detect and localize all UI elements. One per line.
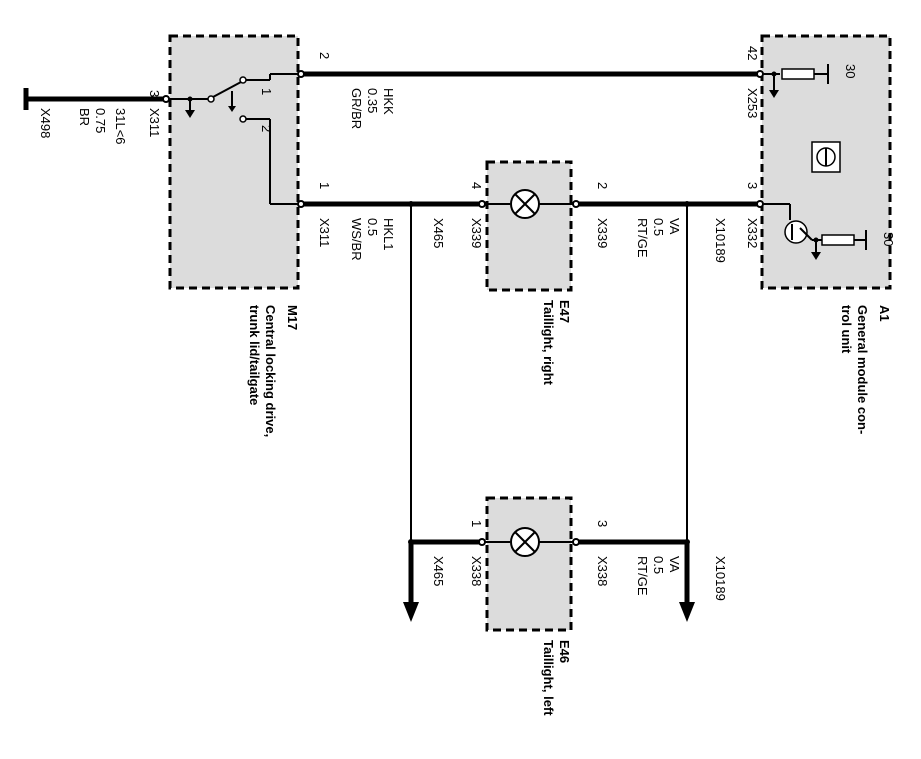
e46-pin-in: 1 xyxy=(469,520,484,527)
ground-connector: X498 xyxy=(38,108,53,138)
m17-desc-1: Central locking drive, xyxy=(263,305,278,437)
va-right-color: RT/GE xyxy=(635,218,650,258)
a1-desc-2: trol unit xyxy=(839,305,854,354)
m17-pin-top: 2 xyxy=(317,52,332,59)
m17-id: M17 xyxy=(285,305,300,330)
e47-desc: Taillight, right xyxy=(541,300,556,386)
x465-bottom-connector: X465 xyxy=(431,556,446,586)
e46-id: E46 xyxy=(557,640,572,663)
ground-arrow-icon xyxy=(228,106,236,112)
e46-connector-out: X338 xyxy=(595,556,610,586)
va-left-color: RT/GE xyxy=(635,556,650,596)
e47-connector-in: X339 xyxy=(469,218,484,248)
m17-connector-ground: X311 xyxy=(147,108,162,137)
e47-pin-in: 4 xyxy=(469,182,484,189)
resistor-icon xyxy=(781,68,815,80)
a1-supply-bottom: 30 xyxy=(881,232,896,246)
e47-id: E47 xyxy=(557,300,572,323)
hkk-wire xyxy=(297,70,764,78)
va-left-connector: X10189 xyxy=(713,556,728,601)
e46-desc: Taillight, left xyxy=(541,640,556,716)
hkk-size: 0.35 xyxy=(365,88,380,113)
a1-connector-bottom: X332 xyxy=(745,218,760,248)
transistor-icon xyxy=(784,220,808,244)
e46-out-wire xyxy=(572,538,695,622)
hkl1-size: 0.5 xyxy=(365,218,380,236)
hkl1-color: WS/BR xyxy=(349,218,364,261)
ground-wire xyxy=(23,88,170,110)
ground-color: BR xyxy=(77,108,92,126)
a1-pin-top: 42 xyxy=(745,46,760,60)
m17-pin-ground: 3 xyxy=(147,90,162,97)
m17-switch-pin-2: 2 xyxy=(259,125,274,132)
ground-arrow-icon xyxy=(811,252,821,260)
a1-id: A1 xyxy=(877,305,892,322)
hkk-name: HKK xyxy=(381,88,396,115)
e47-box xyxy=(485,160,573,292)
e46-connector-in: X338 xyxy=(469,556,484,586)
lamp-icon xyxy=(485,189,573,219)
m17-switch-pin-1: 1 xyxy=(259,88,274,95)
m17-switch xyxy=(169,73,298,205)
m17-box xyxy=(168,34,300,290)
a1-connector-top: X253 xyxy=(745,88,760,118)
va-right-size: 0.5 xyxy=(651,218,666,236)
hkl1-wire xyxy=(297,200,486,208)
e47-pin-out: 2 xyxy=(595,182,610,189)
ground-arrow-icon xyxy=(679,602,695,622)
a1-pin-bottom: 3 xyxy=(745,182,760,189)
a1-supply-top: 30 xyxy=(843,64,858,78)
m17-desc-2: trunk lid/tailgate xyxy=(247,305,262,405)
va-wire-right xyxy=(572,200,764,208)
va-right-connector: X10189 xyxy=(713,218,728,263)
hkl1-connector: X465 xyxy=(431,218,446,248)
va-left-size: 0.5 xyxy=(651,556,666,574)
m17-connector-bottom: X311 xyxy=(317,218,332,247)
e46-box xyxy=(485,496,573,632)
a1-desc-1: General module con- xyxy=(855,305,870,434)
resistor-icon xyxy=(821,234,855,246)
va-left-name: VA xyxy=(667,556,682,573)
ground-arrow-icon xyxy=(403,602,419,622)
lamp-icon xyxy=(485,527,573,557)
m17-pin-bottom: 1 xyxy=(317,182,332,189)
e46-in-wire xyxy=(403,538,486,622)
hkl1-name: HKL1 xyxy=(381,218,396,251)
ground-arrow-icon xyxy=(769,90,779,98)
a1-top-circuit xyxy=(763,64,829,98)
va-right-name: VA xyxy=(667,218,682,235)
a1-bottom-circuit xyxy=(763,203,867,260)
ground-signal: 31L<6 xyxy=(113,108,128,145)
hkk-color: GR/BR xyxy=(349,88,364,129)
ground-arrow-icon xyxy=(185,110,195,118)
e47-connector-out: X339 xyxy=(595,218,610,248)
ground-size: 0.75 xyxy=(93,108,108,133)
e46-pin-out: 3 xyxy=(595,520,610,527)
